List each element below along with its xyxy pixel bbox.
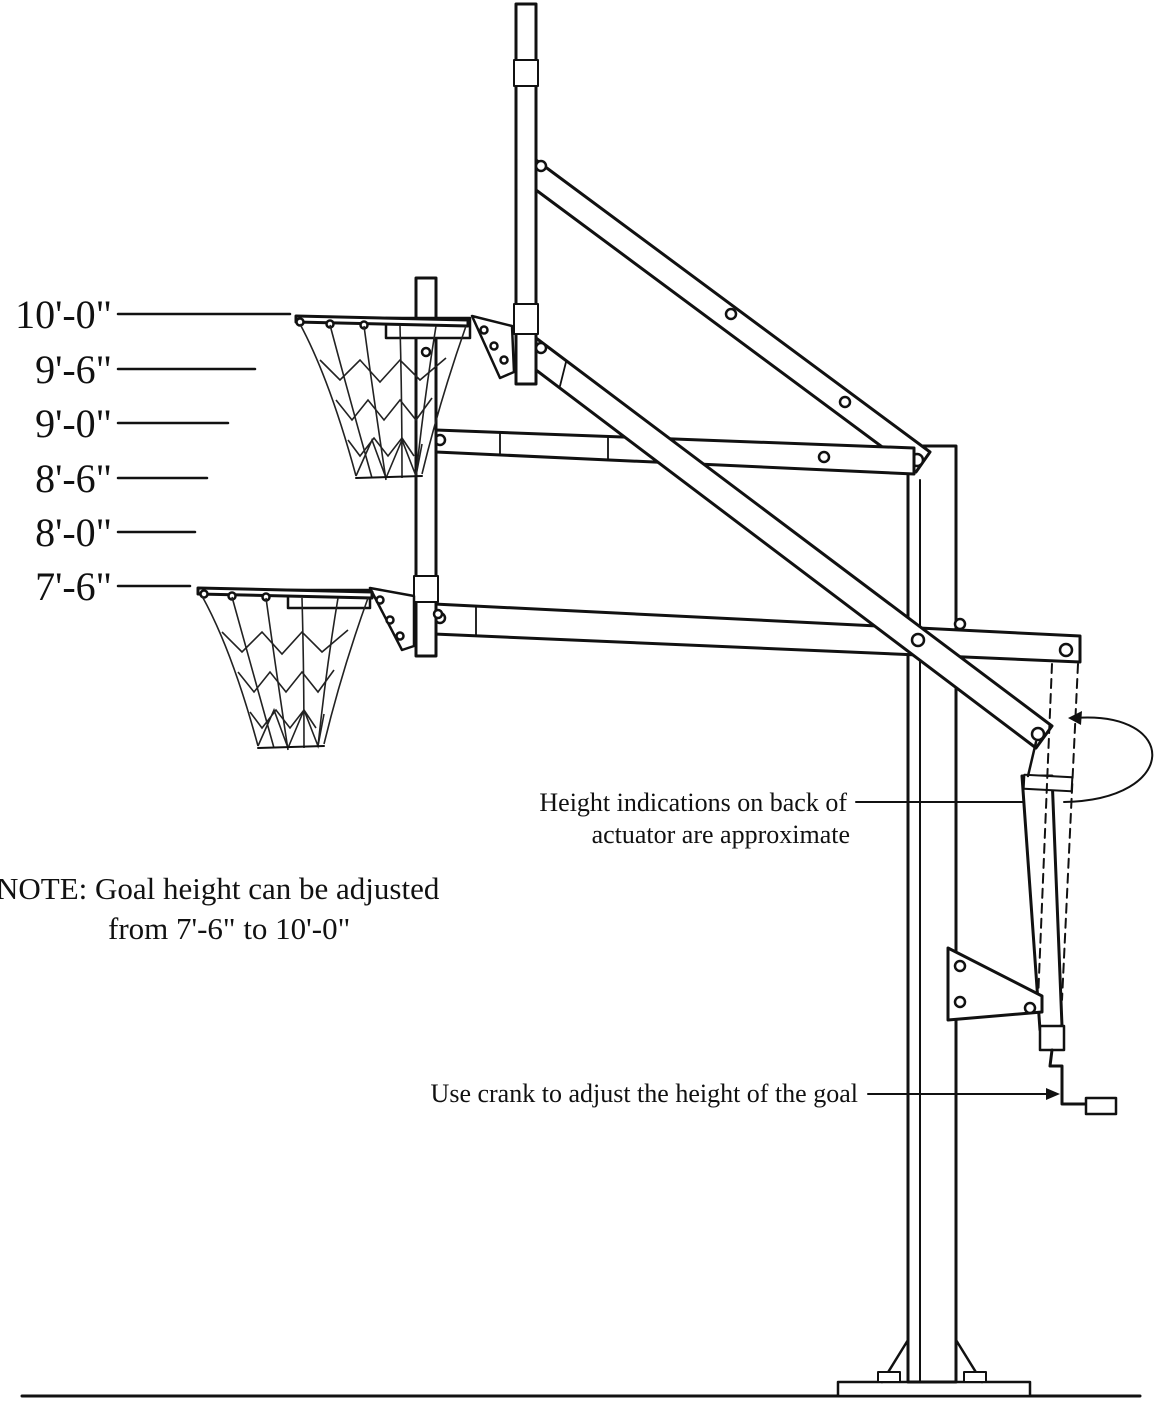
height-leader-lines bbox=[116, 312, 292, 588]
actuator-callout-leader bbox=[855, 711, 1154, 803]
height-label-7-6: 7'-6" bbox=[35, 564, 112, 609]
actuator-mount-bracket bbox=[946, 946, 1044, 1022]
lower-diagonal-arm bbox=[534, 336, 1054, 750]
backboard bbox=[513, 2, 539, 386]
actuator-callout-line-2: actuator are approximate bbox=[592, 820, 850, 849]
upper-rim-assembly bbox=[294, 314, 516, 380]
actuator-alternate-position bbox=[1037, 663, 1079, 1001]
upper-diagonal-arm bbox=[534, 158, 932, 474]
main-pole bbox=[906, 444, 958, 1384]
crank-handle bbox=[1048, 1048, 1118, 1116]
height-label-8-0: 8'-0" bbox=[35, 510, 112, 555]
lower-horizontal-arm bbox=[432, 602, 1082, 664]
mounting-bar bbox=[413, 276, 444, 658]
height-label-9-6: 9'-6" bbox=[35, 347, 112, 392]
lower-rim-assembly bbox=[196, 586, 416, 652]
upper-net bbox=[299, 323, 467, 481]
note-line-2: from 7'-6" to 10'-0" bbox=[108, 911, 350, 946]
crank-callout: Use crank to adjust the height of the go… bbox=[431, 1079, 858, 1108]
height-label-8-6: 8'-6" bbox=[35, 456, 112, 501]
lower-net bbox=[201, 595, 369, 751]
note-line-1: NOTE: Goal height can be adjusted bbox=[0, 871, 440, 906]
height-label-10-0: 10'-0" bbox=[15, 292, 112, 337]
actuator-callout-line-1: Height indications on back of bbox=[539, 788, 847, 817]
height-label-9-0: 9'-0" bbox=[35, 401, 112, 446]
crank-callout-leader bbox=[867, 1088, 1060, 1100]
pole-base bbox=[836, 1338, 1032, 1398]
